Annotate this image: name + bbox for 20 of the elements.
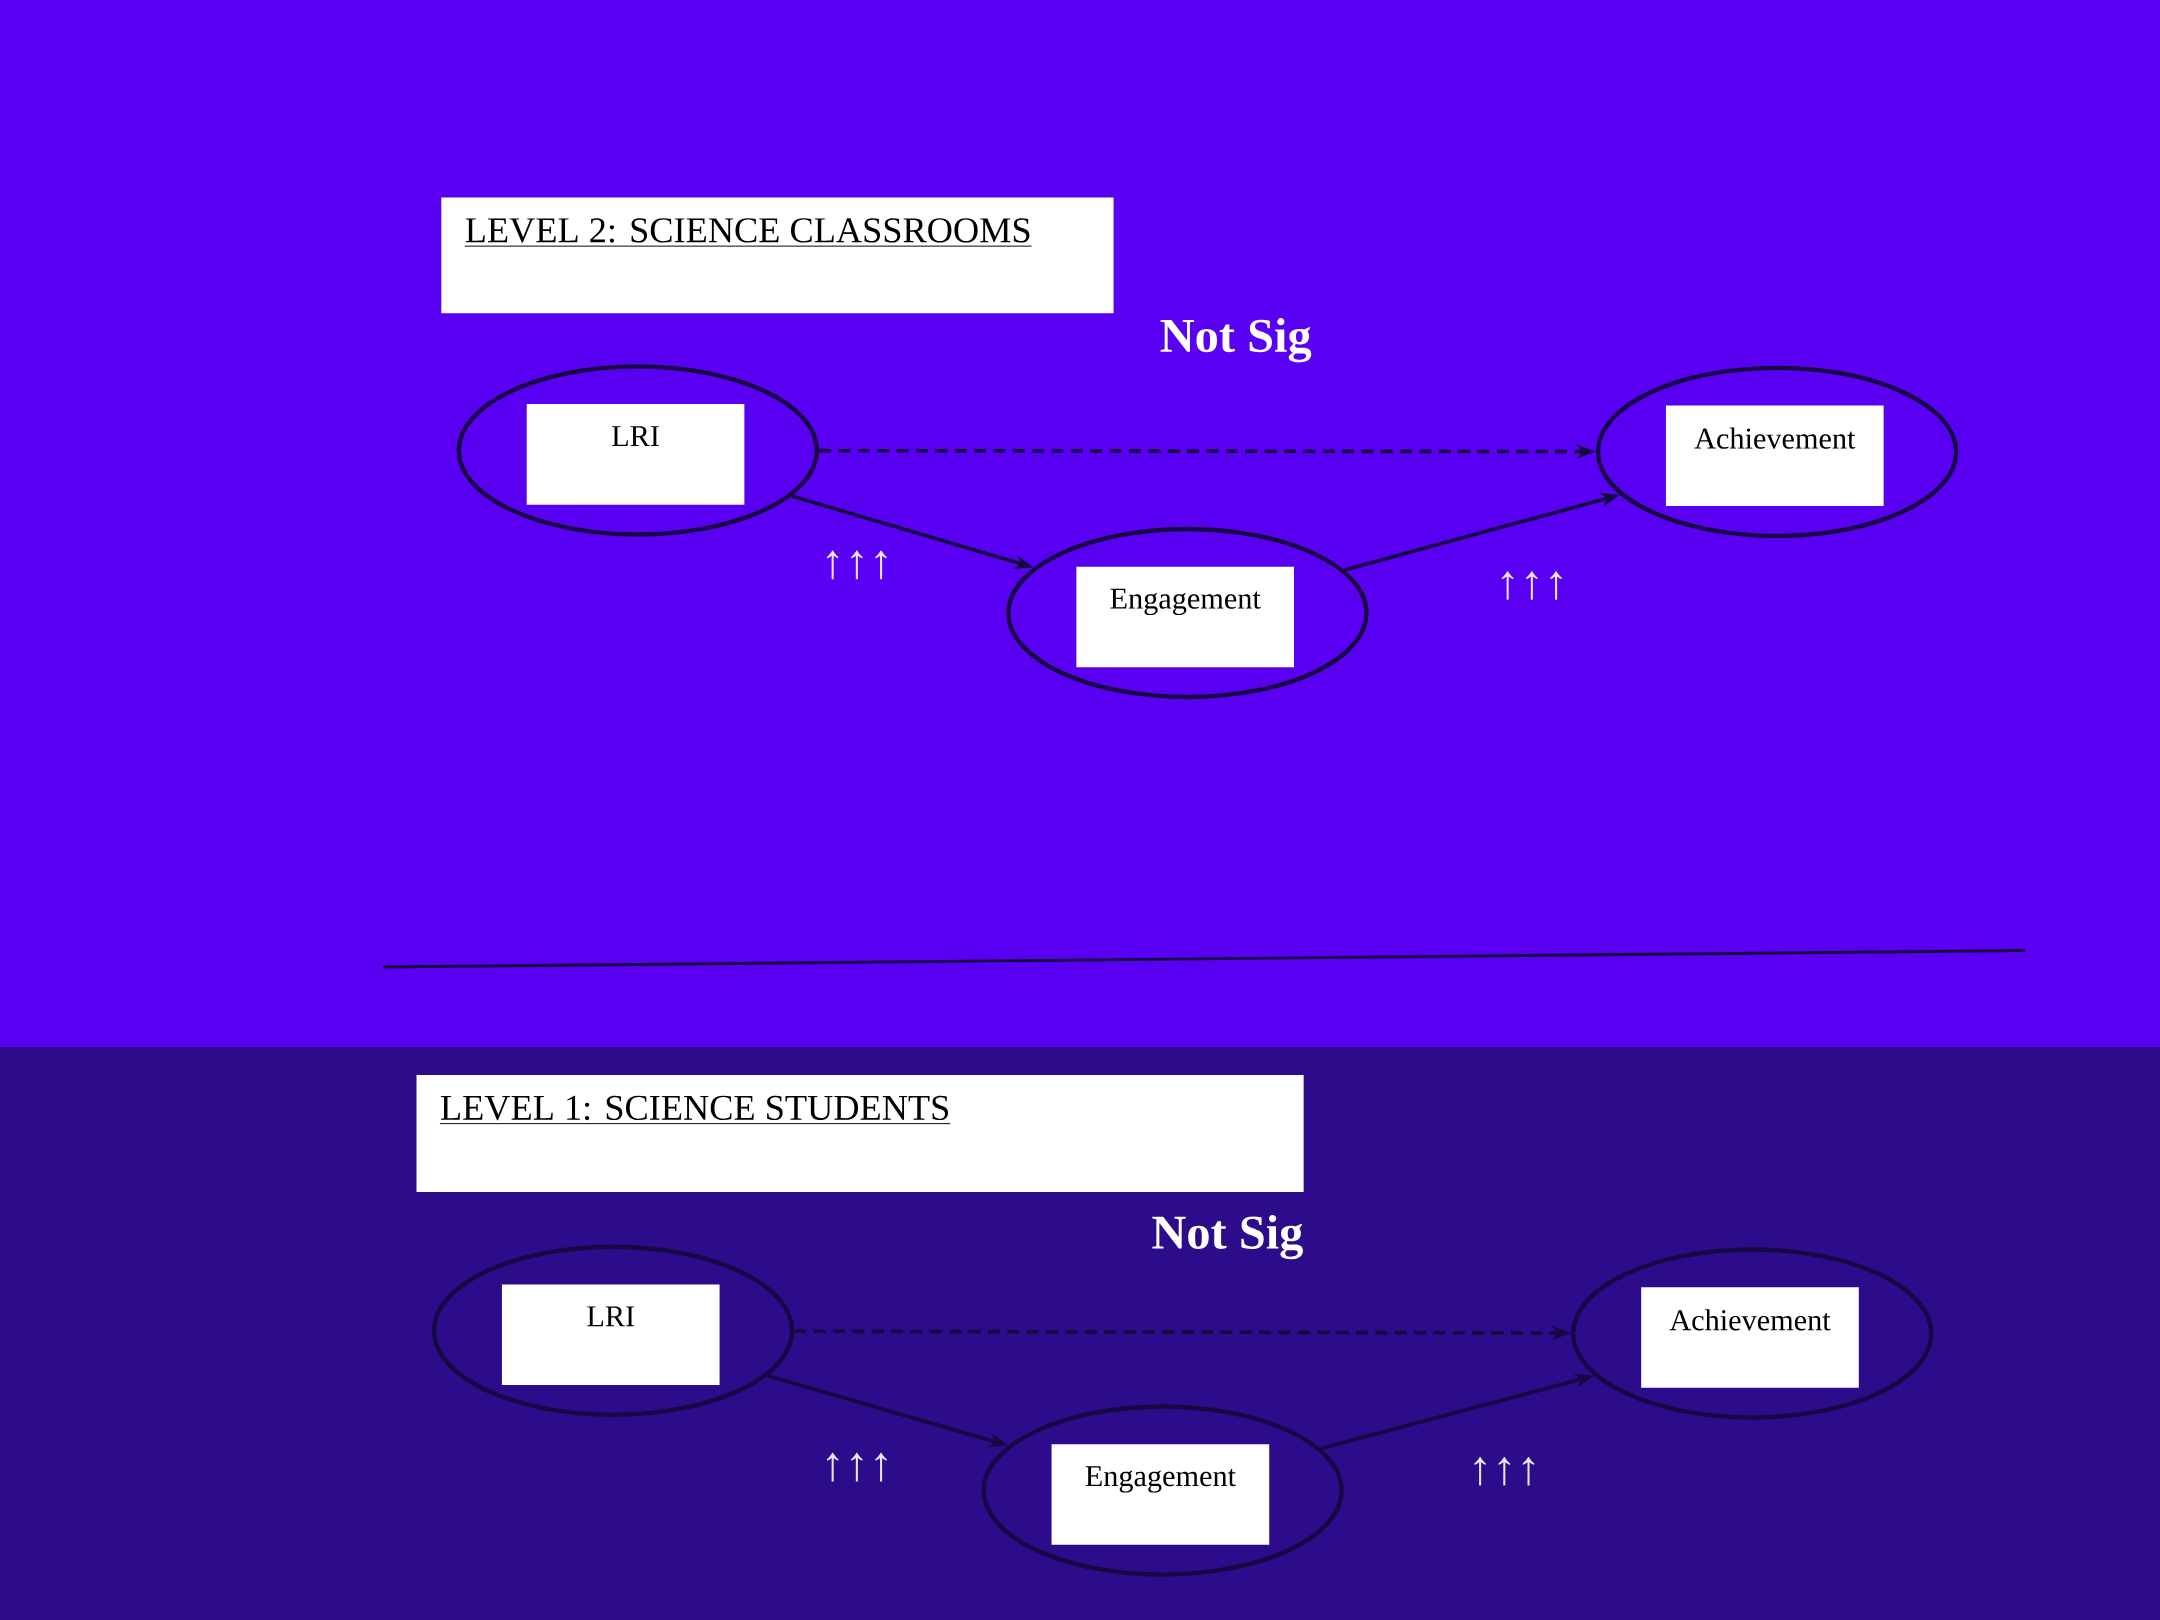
level-heading: LEVEL 1: SCIENCE STUDENTS [416, 1075, 1304, 1193]
ellipse-node [1006, 526, 1369, 700]
variable-box: LRI [501, 1284, 720, 1385]
variable-box: Achievement [1665, 405, 1884, 507]
ellipse-node [981, 1404, 1344, 1577]
variable-box: Achievement [1641, 1287, 1859, 1388]
edge-label: Not Sig [1152, 1214, 1303, 1260]
ellipse-node [1595, 365, 1959, 539]
variable-box: Engagement [1076, 566, 1294, 668]
edge-label: ↑↑↑ [1501, 571, 1562, 600]
edge-label: ↑↑↑ [1474, 1456, 1535, 1486]
level-heading: LEVEL 2: SCIENCE CLASSROOMS [441, 197, 1114, 314]
ellipse-node [431, 1244, 795, 1417]
ellipse-node [456, 364, 820, 537]
edge-label: ↑↑↑ [826, 1452, 887, 1482]
ellipse-node [1571, 1247, 1934, 1420]
variable-box: Engagement [1051, 1444, 1270, 1545]
edge-label: Not Sig [1160, 318, 1312, 363]
edge-label: ↑↑↑ [826, 550, 887, 580]
variable-box: LRI [526, 404, 745, 505]
